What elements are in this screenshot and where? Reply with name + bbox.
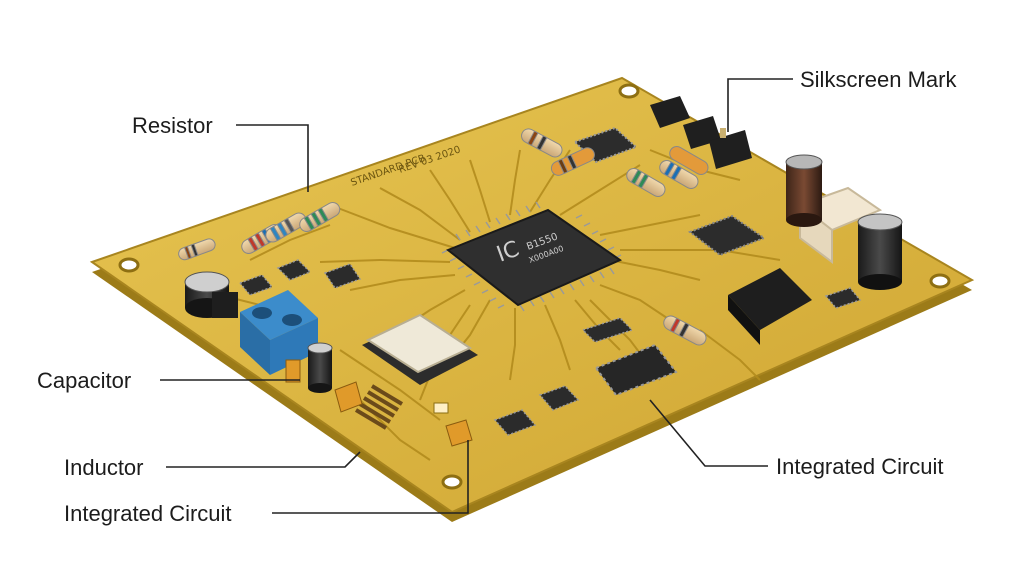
- blue-terminal-block: [240, 290, 318, 375]
- label-capacitor: Capacitor: [37, 368, 131, 393]
- small-chips: [238, 259, 862, 436]
- crystal-module: [362, 313, 478, 385]
- mounting-holes: [118, 83, 951, 490]
- label-inductor: Inductor: [64, 455, 144, 480]
- main-ic-chip: IC B1550 X000A00: [441, 201, 623, 312]
- label-integrated-circuit-right: Integrated Circuit: [776, 454, 944, 479]
- black-connector: [728, 268, 812, 345]
- leader-lines: [160, 78, 793, 514]
- inductor-coil: [354, 384, 404, 430]
- resistors: [178, 128, 709, 346]
- label-silkscreen-mark: Silkscreen Mark: [800, 67, 957, 92]
- header-blocks: [650, 96, 752, 169]
- callout-labels: Resistor Capacitor Inductor Integrated C…: [37, 67, 957, 526]
- label-resistor: Resistor: [132, 113, 213, 138]
- smd-parts: [285, 359, 473, 447]
- label-integrated-circuit-left: Integrated Circuit: [64, 501, 232, 526]
- soic-chip-right: [594, 343, 678, 397]
- electrolytic-capacitors: [184, 154, 903, 393]
- qfp-chip-right: [687, 214, 767, 257]
